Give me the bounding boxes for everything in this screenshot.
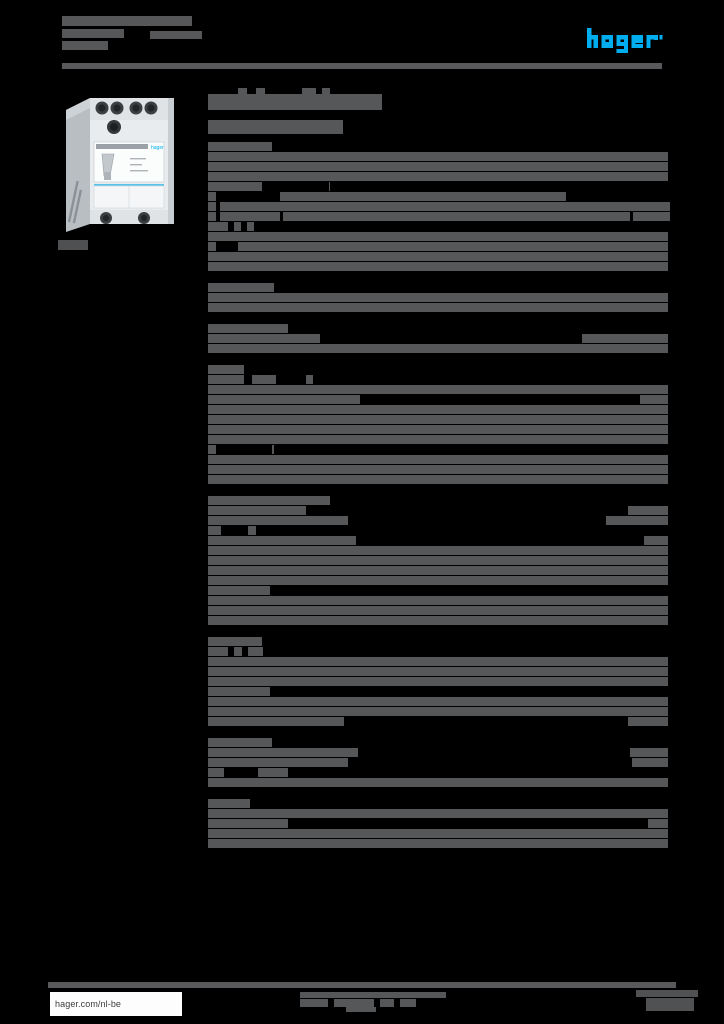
table-row <box>208 526 670 535</box>
spec-group-heading <box>208 283 274 292</box>
table-row <box>208 506 668 515</box>
table-row <box>208 576 668 585</box>
table-row <box>208 536 668 545</box>
table-row <box>208 375 670 384</box>
table-row <box>208 707 668 716</box>
table-row <box>208 546 668 555</box>
footer-url[interactable]: hager.com/nl-be <box>50 992 182 1016</box>
spec-group-heading <box>208 142 272 151</box>
table-row <box>208 152 668 161</box>
table-row <box>208 717 668 726</box>
table-row <box>208 435 668 444</box>
spec-group-heading <box>208 496 330 505</box>
spec-group <box>208 799 668 848</box>
footer-divider <box>48 982 676 988</box>
table-row <box>208 405 668 414</box>
header-title-redaction <box>62 16 192 26</box>
table-row <box>208 677 668 686</box>
header-divider <box>62 63 662 69</box>
table-row <box>208 829 668 838</box>
spec-group <box>208 283 668 312</box>
product-image: hager <box>58 88 184 236</box>
table-row <box>208 415 668 424</box>
spec-group <box>208 496 670 625</box>
specifications-table <box>208 142 670 848</box>
table-row <box>208 606 668 615</box>
page-subtitle-redaction <box>208 120 343 134</box>
header-title-block <box>62 16 202 50</box>
page-title <box>208 88 668 114</box>
table-row <box>208 212 670 221</box>
product-caption-redaction <box>58 240 88 250</box>
table-row <box>208 596 668 605</box>
table-row <box>208 566 668 575</box>
table-row <box>208 445 670 454</box>
footer-page-number <box>636 990 698 1014</box>
header-subtitle-redaction-second-line <box>62 41 108 50</box>
table-row <box>208 647 670 656</box>
table-row <box>208 334 668 343</box>
spec-group <box>208 324 668 353</box>
table-row <box>208 667 668 676</box>
header-subtitle-redaction <box>62 29 124 38</box>
table-row <box>208 202 670 211</box>
table-row <box>208 172 668 181</box>
table-row <box>208 516 668 525</box>
table-row <box>208 748 668 757</box>
table-row <box>208 768 670 777</box>
spec-group-heading <box>208 365 244 374</box>
spec-group <box>208 738 670 787</box>
page-subtitle <box>208 114 668 138</box>
table-row <box>208 455 668 464</box>
header-title-redaction-ascender <box>150 31 202 39</box>
table-row <box>208 758 668 767</box>
table-row <box>208 839 668 848</box>
table-row <box>208 657 668 666</box>
table-row <box>208 242 668 251</box>
svg-text:hager: hager <box>151 145 164 151</box>
page-footer: hager.com/nl-be <box>0 968 724 1024</box>
spec-group <box>208 637 670 726</box>
table-row <box>208 252 668 261</box>
spec-group-heading <box>208 799 250 808</box>
table-row <box>208 192 670 201</box>
table-row <box>208 687 670 696</box>
table-row <box>208 162 668 171</box>
table-row <box>208 465 668 474</box>
table-row <box>208 778 668 787</box>
table-row <box>208 697 668 706</box>
spec-group-heading <box>208 637 262 646</box>
table-row <box>208 262 668 271</box>
table-row <box>208 475 668 484</box>
table-row <box>208 819 668 828</box>
table-row <box>208 616 668 625</box>
page-header <box>0 0 724 72</box>
table-row <box>208 222 670 231</box>
table-row <box>208 425 668 434</box>
table-row <box>208 344 668 353</box>
table-row <box>208 556 668 565</box>
table-row <box>208 385 668 394</box>
datasheet-content <box>208 88 670 853</box>
table-row <box>208 293 668 302</box>
spec-group <box>208 142 670 271</box>
page-title-redaction <box>208 94 382 110</box>
footer-center-redaction <box>300 992 446 1012</box>
table-row <box>208 586 670 595</box>
spec-group-heading <box>208 738 272 747</box>
spec-group <box>208 365 670 484</box>
table-row <box>208 232 668 241</box>
table-row <box>208 809 668 818</box>
spec-group-heading <box>208 324 288 333</box>
hager-logo[interactable] <box>586 27 678 54</box>
table-row <box>208 395 668 404</box>
table-row <box>208 182 670 191</box>
table-row <box>208 303 668 312</box>
